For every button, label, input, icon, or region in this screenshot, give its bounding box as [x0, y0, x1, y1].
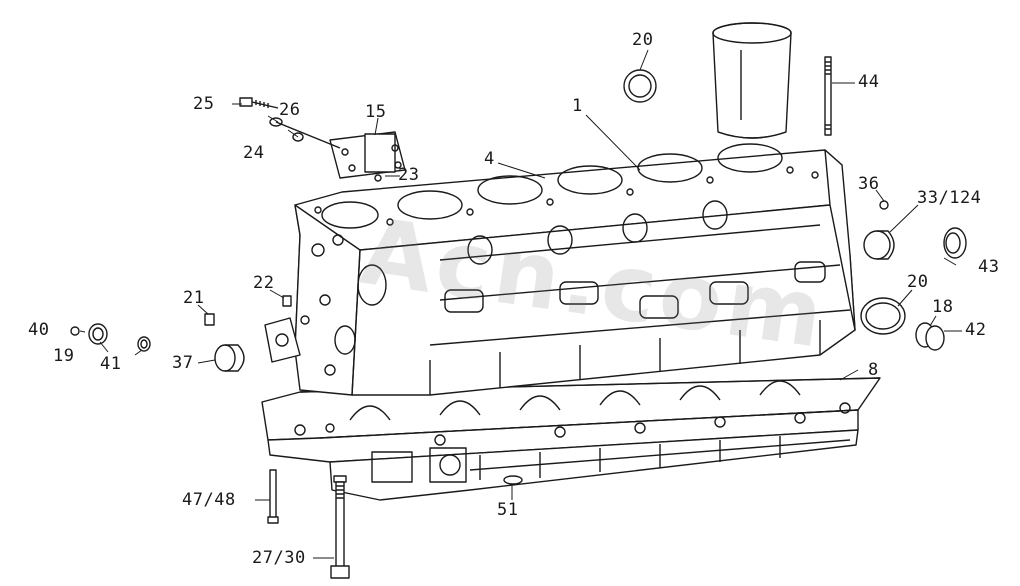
label-43: 43: [978, 257, 1000, 277]
label-36: 36: [858, 174, 880, 194]
lower-crankcase: [261, 377, 881, 501]
label-24: 24: [243, 143, 265, 163]
plug-40: [70, 326, 80, 336]
label-26: 26: [279, 100, 301, 120]
head-stud: [824, 56, 832, 136]
bracket-15: [329, 131, 406, 182]
dowel-21: [204, 313, 215, 326]
ring-41: [137, 336, 151, 352]
label-41: 41: [100, 354, 122, 374]
label-44: 44: [858, 72, 880, 92]
bushing-37: [214, 344, 245, 372]
bushing-33: [863, 230, 895, 260]
label-33-124: 33/124: [917, 188, 982, 208]
dowel-22: [282, 295, 292, 307]
bolt-27-30: [330, 475, 350, 579]
ring-19: [88, 323, 108, 345]
label-22: 22: [253, 273, 275, 293]
label-40: 40: [28, 320, 50, 340]
label-18: 18: [932, 297, 954, 317]
bolt-47-48: [267, 469, 279, 524]
bolt-25: [239, 97, 279, 109]
label-51: 51: [497, 500, 519, 520]
plug-18: [915, 322, 945, 351]
label-20-top: 20: [632, 30, 654, 50]
label-27-30: 27/30: [252, 548, 306, 568]
plug-43: [943, 227, 967, 259]
label-1: 1: [572, 96, 583, 116]
label-19: 19: [53, 346, 75, 366]
plug-36: [879, 200, 889, 210]
o-ring-51: [503, 475, 523, 485]
cup-plug-20-top: [623, 69, 657, 103]
cylinder-liner: [712, 22, 792, 139]
engine-block: [264, 143, 856, 396]
seal-ring-20-side: [860, 297, 906, 335]
label-47-48: 47/48: [182, 490, 236, 510]
label-15: 15: [365, 102, 387, 122]
label-42: 42: [965, 320, 987, 340]
label-23: 23: [398, 165, 420, 185]
label-8: 8: [868, 360, 879, 380]
label-4: 4: [484, 149, 495, 169]
label-25: 25: [193, 94, 215, 114]
label-37: 37: [172, 353, 194, 373]
label-20-side: 20: [907, 272, 929, 292]
leader-lines: [79, 49, 962, 559]
label-21: 21: [183, 288, 205, 308]
washer-26: [269, 117, 341, 149]
